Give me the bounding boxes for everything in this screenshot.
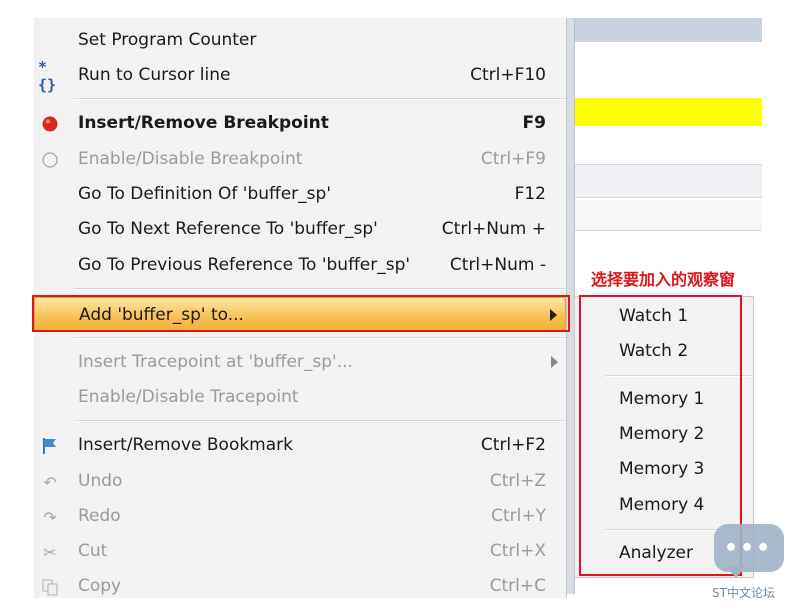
menu-item-set-program-counter[interactable]: Set Program Counter (34, 23, 566, 58)
annotation-text: 选择要加入的观察窗 (591, 270, 736, 289)
scissors-icon: ✂ (43, 542, 57, 562)
menu-item-label: Run to Cursor line (78, 65, 231, 85)
menu-item-label: Go To Previous Reference To 'buffer_sp' (78, 255, 411, 275)
menu-item-label: Set Program Counter (78, 30, 257, 50)
chat-bubble-tail (726, 566, 746, 578)
watermark-text: ST中文论坛 (712, 586, 775, 600)
menu-item-shortcut: Ctrl+F10 (470, 65, 546, 85)
menu-item-shortcut: Ctrl+F2 (480, 435, 546, 455)
editor-band-b (566, 200, 762, 231)
redo-icon: ↷ (43, 507, 57, 527)
menu-item-shortcut: Ctrl+Num - (449, 255, 546, 275)
st-forum-watermark: ••• ST中文论坛 (708, 522, 788, 604)
menu-item-label: Insert/Remove Bookmark (78, 435, 293, 455)
menu-item-label: Go To Definition Of 'buffer_sp' (78, 184, 331, 204)
menu-separator (74, 288, 566, 290)
menu-item-shortcut: F9 (522, 113, 546, 133)
menu-item-redo[interactable]: ↷ Redo Ctrl+Y (34, 499, 566, 534)
editor-current-line-highlight (566, 98, 762, 126)
menu-item-label: Add 'buffer_sp' to... (79, 305, 244, 325)
menu-separator (74, 98, 566, 100)
menu-item-label: Insert Tracepoint at 'buffer_sp'... (78, 352, 353, 372)
menu-item-shortcut: Ctrl+Y (491, 506, 546, 526)
chat-bubble-icon (714, 524, 784, 572)
run-to-cursor-icon: *{} (38, 58, 57, 94)
submenu-separator (605, 375, 751, 377)
submenu-item-analyzer[interactable]: Analyzer (619, 543, 693, 563)
menu-item-enable-disable-tracepoint[interactable]: Enable/Disable Tracepoint (34, 380, 566, 415)
editor-band-a (566, 164, 762, 198)
menu-item-go-to-previous-reference[interactable]: Go To Previous Reference To 'buffer_sp' … (34, 248, 566, 283)
menu-item-shortcut: Ctrl+C (489, 576, 546, 596)
submenu-item-watch-2[interactable]: Watch 2 (619, 341, 689, 361)
menu-separator (74, 337, 566, 339)
breakpoint-icon (38, 112, 62, 136)
submenu-arrow-icon (550, 309, 557, 321)
menu-item-label: Copy (78, 576, 122, 596)
menu-item-insert-remove-bookmark[interactable]: Insert/Remove Bookmark Ctrl+F2 (34, 428, 566, 463)
context-menu: Set Program Counter *{} Run to Cursor li… (34, 18, 567, 598)
menu-item-shortcut: Ctrl+X (489, 541, 546, 561)
menu-item-shortcut: Ctrl+Num + (441, 219, 546, 239)
menu-item-label: Redo (78, 506, 121, 526)
menu-item-label: Undo (78, 471, 123, 491)
undo-icon: ↶ (43, 472, 57, 492)
menu-item-run-to-cursor[interactable]: *{} Run to Cursor line Ctrl+F10 (34, 58, 566, 94)
editor-tab-strip (566, 18, 762, 42)
chat-dots-icon: ••• (724, 536, 773, 561)
submenu-separator (605, 529, 751, 531)
copy-icon (38, 575, 62, 598)
submenu-arrow-icon (551, 356, 558, 368)
breakpoint-outline-icon (38, 148, 62, 172)
menu-item-cut[interactable]: ✂ Cut Ctrl+X (34, 534, 566, 569)
menu-item-label: Enable/Disable Tracepoint (78, 387, 299, 407)
menu-item-shortcut: Ctrl+Z (489, 471, 546, 491)
menu-item-go-to-next-reference[interactable]: Go To Next Reference To 'buffer_sp' Ctrl… (34, 212, 566, 247)
menu-item-label: Go To Next Reference To 'buffer_sp' (78, 219, 378, 239)
menu-item-insert-remove-breakpoint[interactable]: Insert/Remove Breakpoint F9 (34, 106, 566, 141)
annotation-box-submenu (579, 295, 742, 576)
submenu-item-memory-4[interactable]: Memory 4 (619, 495, 705, 515)
menu-item-shortcut: F12 (514, 184, 546, 204)
menu-separator (74, 420, 566, 422)
menu-item-label: Cut (78, 541, 108, 561)
submenu-item-watch-1[interactable]: Watch 1 (619, 306, 689, 326)
submenu-item-memory-3[interactable]: Memory 3 (619, 459, 705, 479)
menu-item-label: Insert/Remove Breakpoint (78, 113, 329, 133)
menu-item-shortcut: Ctrl+F9 (480, 149, 546, 169)
submenu-item-memory-2[interactable]: Memory 2 (619, 424, 705, 444)
menu-item-insert-tracepoint[interactable]: Insert Tracepoint at 'buffer_sp'... (34, 345, 566, 380)
menu-item-add-to[interactable]: Add 'buffer_sp' to... (34, 297, 566, 332)
bookmark-flag-icon (38, 434, 62, 458)
menu-item-copy[interactable]: Copy Ctrl+C (34, 569, 566, 598)
menu-item-enable-disable-breakpoint[interactable]: Enable/Disable Breakpoint Ctrl+F9 (34, 142, 566, 177)
annotation-box-add-to (32, 295, 570, 332)
menu-item-label: Enable/Disable Breakpoint (78, 149, 303, 169)
menu-item-go-to-definition[interactable]: Go To Definition Of 'buffer_sp' F12 (34, 177, 566, 212)
menu-item-undo[interactable]: ↶ Undo Ctrl+Z (34, 464, 566, 499)
submenu-item-memory-1[interactable]: Memory 1 (619, 389, 705, 409)
